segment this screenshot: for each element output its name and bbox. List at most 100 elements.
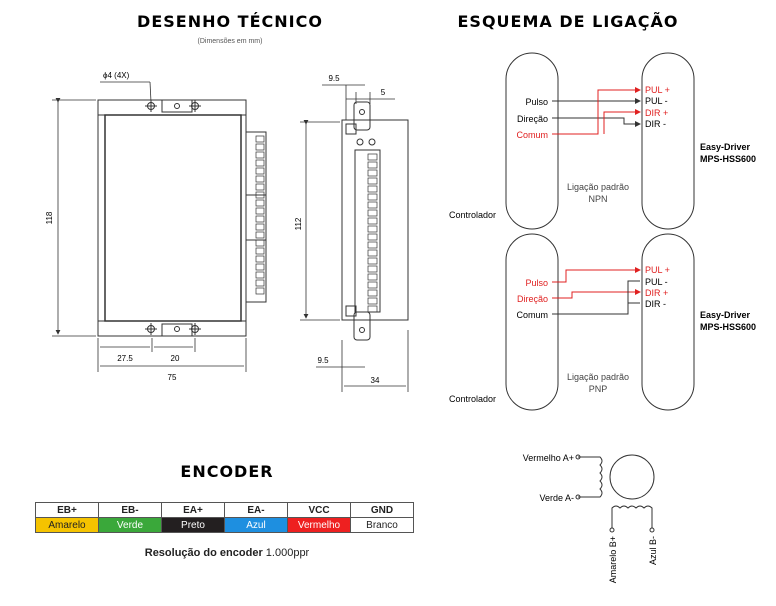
terminal-pin: [255, 167, 265, 175]
terminal-pin: [255, 271, 265, 279]
dim-side-height: 112: [294, 217, 303, 230]
terminal-pin: [367, 241, 378, 249]
wiring-title: ESQUEMA DE LIGAÇÃO: [457, 12, 678, 31]
pnp-out-dir-minus: DIR -: [645, 299, 666, 309]
front-dimensions: [52, 81, 247, 372]
terminal-pin: [255, 287, 265, 295]
dim-hole: ϕ4 (4X): [103, 71, 130, 80]
encoder-header: EB-: [98, 502, 162, 518]
terminal-pin: [255, 239, 265, 247]
encoder-color-cell: Preto: [161, 517, 225, 533]
terminal-pin: [255, 151, 265, 159]
terminal-pin: [255, 183, 265, 191]
terminal-pin: [367, 153, 378, 161]
encoder-color-cell: Branco: [350, 517, 414, 533]
pnp-out-pul-plus: PUL +: [645, 265, 670, 275]
terminal-pin: [367, 161, 378, 169]
terminal-pin: [367, 281, 378, 289]
terminal-pin: [367, 177, 378, 185]
encoder-color-cell: Amarelo: [35, 517, 99, 533]
terminal-pin: [367, 169, 378, 177]
pnp-in-direcao: Direção: [517, 294, 548, 304]
npn-out-dir-minus: DIR -: [645, 119, 666, 129]
terminal-pin: [367, 193, 378, 201]
dim-side-slot: 5: [381, 88, 386, 97]
npn-in-comum: Comum: [516, 130, 548, 140]
npn-label-2: NPN: [588, 194, 607, 204]
dim-height: 118: [45, 211, 54, 224]
dim-side-bottom: 9.5: [317, 356, 329, 365]
npn-in-direcao: Direção: [517, 114, 548, 124]
terminal-pin: [367, 297, 378, 305]
side-terminals: [367, 153, 378, 313]
motor-b-minus: Azul B-: [648, 536, 658, 565]
tech-subtitle: (Dimensões em mm): [198, 38, 263, 45]
terminal-pin: [367, 209, 378, 217]
terminal-pin: [255, 143, 265, 151]
side-view: [341, 101, 409, 341]
terminal-pin: [255, 135, 265, 143]
npn-in-pulso: Pulso: [525, 97, 548, 107]
terminal-pin: [367, 273, 378, 281]
resolution-value: 1.000ppr: [265, 547, 310, 559]
terminal-pin: [367, 201, 378, 209]
dim-width: 75: [168, 373, 177, 382]
npn-controller: Controlador: [449, 210, 496, 220]
terminal-pin: [367, 217, 378, 225]
side-dimensions: [300, 84, 409, 392]
npn-diagram: Pulso Direção Comum PUL + PUL - DIR + DI…: [449, 52, 756, 230]
terminal-pin: [255, 159, 265, 167]
terminal-pin: [255, 247, 265, 255]
motor-a-minus: Verde A-: [539, 493, 574, 503]
terminal-pin: [367, 289, 378, 297]
npn-driver-1: Easy-Driver: [700, 142, 751, 152]
encoder-color-row: Amarelo Verde Preto Azul Vermelho Branco: [35, 517, 414, 533]
pnp-in-pulso: Pulso: [525, 278, 548, 288]
npn-out-pul-plus: PUL +: [645, 85, 670, 95]
encoder-header: EA-: [224, 502, 288, 518]
pnp-label-2: PNP: [589, 384, 608, 394]
terminal-pin: [367, 265, 378, 273]
pnp-out-pul-minus: PUL -: [645, 277, 668, 287]
terminal-pin: [367, 233, 378, 241]
npn-driver-2: MPS-HSS600: [700, 154, 756, 164]
encoder-header: EB+: [35, 502, 99, 518]
motor-b-plus: Amarelo B+: [608, 536, 618, 583]
encoder-header: VCC: [287, 502, 351, 518]
terminal-pin: [367, 249, 378, 257]
pnp-in-comum: Comum: [516, 310, 548, 320]
npn-out-dir-plus: DIR +: [645, 108, 668, 118]
motor-diagram: [575, 454, 655, 533]
encoder-color-cell: Verde: [98, 517, 162, 533]
terminal-pin: [255, 215, 265, 223]
terminal-pin: [255, 199, 265, 207]
encoder-table: EB+ EB- EA+ EA- VCC GND Amarelo Verde Pr…: [35, 502, 414, 533]
terminal-pin: [255, 255, 265, 263]
front-terminals: [255, 135, 265, 295]
tech-title: DESENHO TÉCNICO: [137, 12, 323, 31]
front-view: [97, 99, 267, 337]
dim-side-top: 9.5: [328, 74, 340, 83]
pnp-controller: Controlador: [449, 394, 496, 404]
terminal-pin: [367, 225, 378, 233]
npn-label-1: Ligação padrão: [567, 182, 629, 192]
pnp-diagram: Pulso Direção Comum PUL + PUL - DIR + DI…: [449, 233, 756, 411]
pnp-driver-2: MPS-HSS600: [700, 322, 756, 332]
encoder-color-cell: Azul: [224, 517, 288, 533]
motor-a-plus: Vermelho A+: [523, 453, 574, 463]
pnp-driver-1: Easy-Driver: [700, 310, 751, 320]
terminal-pin: [367, 305, 378, 313]
pnp-out-dir-plus: DIR +: [645, 288, 668, 298]
terminal-pin: [255, 263, 265, 271]
encoder-header-row: EB+ EB- EA+ EA- VCC GND: [35, 502, 414, 518]
encoder-header: GND: [350, 502, 414, 518]
dim-a: 27.5: [117, 354, 133, 363]
encoder-header: EA+: [161, 502, 225, 518]
terminal-pin: [255, 279, 265, 287]
terminal-pin: [255, 175, 265, 183]
terminal-pin: [255, 223, 265, 231]
resolution-label: Resolução do encoder: [144, 547, 263, 559]
pnp-label-1: Ligação padrão: [567, 372, 629, 382]
terminal-pin: [367, 185, 378, 193]
